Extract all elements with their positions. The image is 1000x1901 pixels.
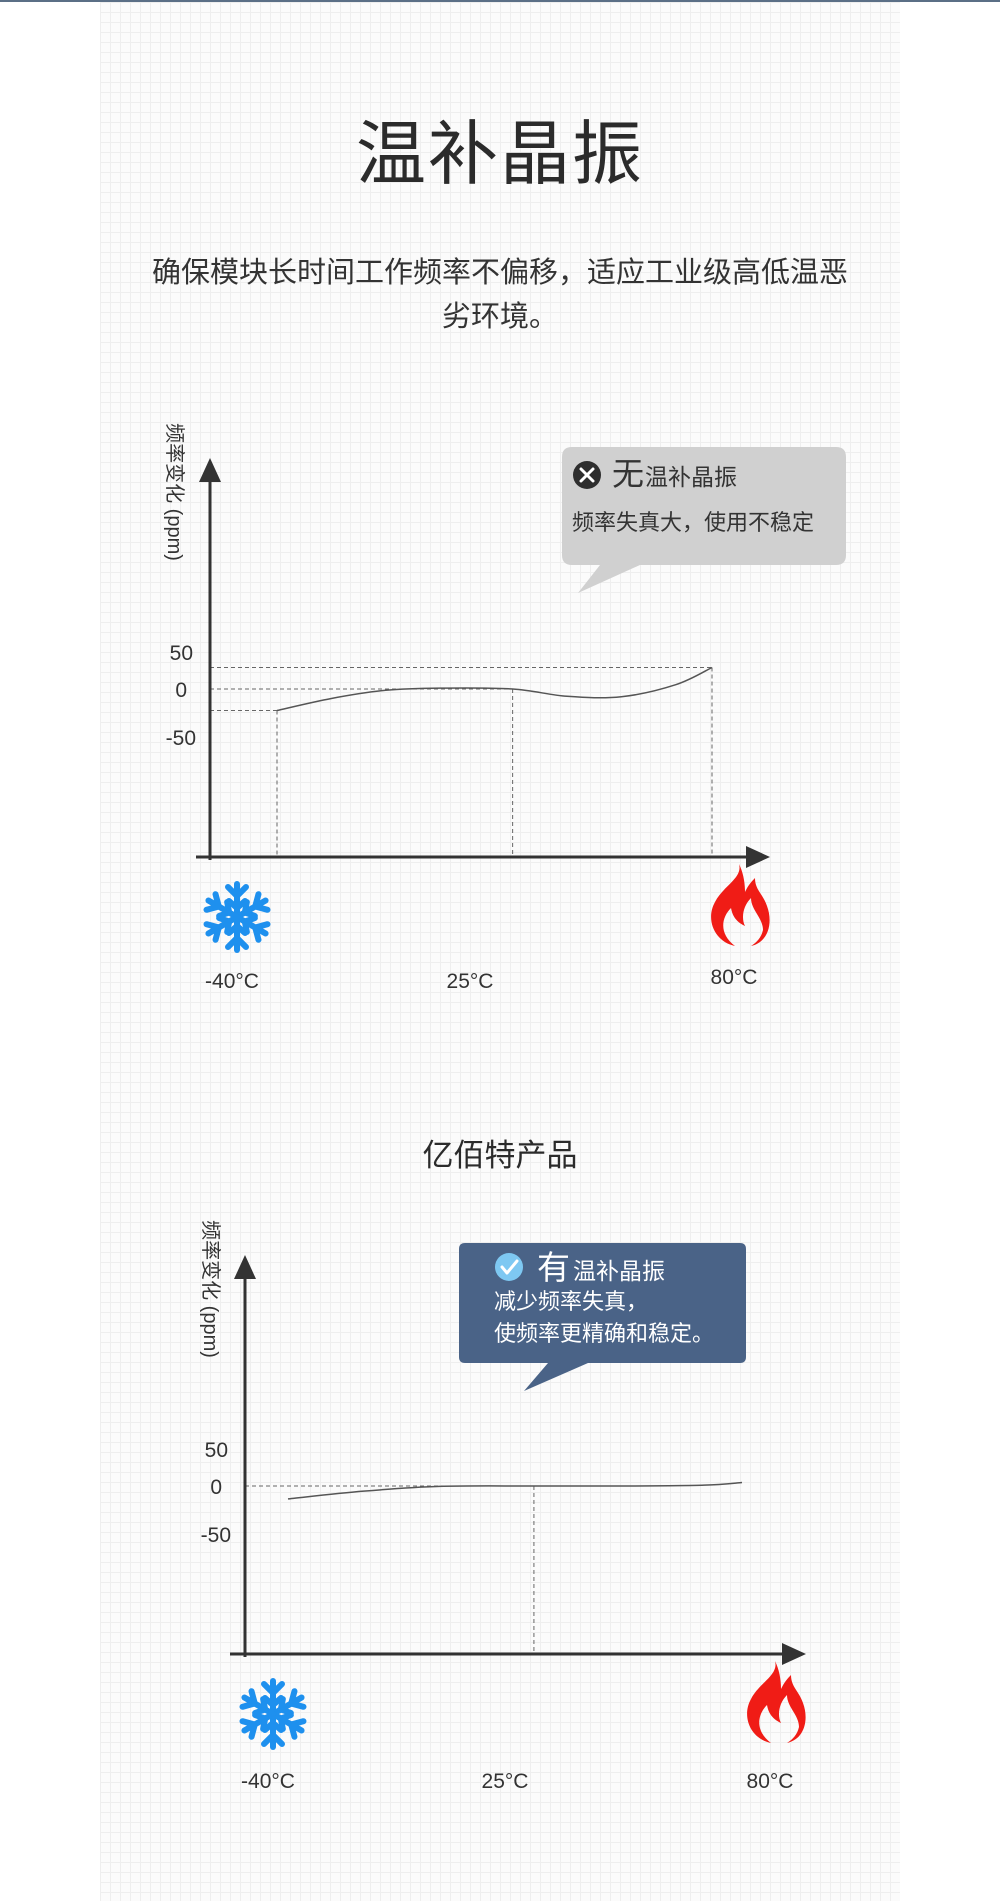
snowflake-icon (239, 1678, 307, 1750)
top-border (0, 0, 1000, 2)
content-panel (100, 2, 900, 1901)
x-tick-label: -40°C (241, 1770, 295, 1793)
page-subtitle: 确保模块长时间工作频率不偏移，适应工业级高低温恶劣环境。 (151, 255, 848, 333)
flame-icon (711, 864, 770, 946)
plot-area (245, 1481, 743, 1654)
x-circle-icon (573, 461, 601, 489)
y-tick-label: -50 (166, 727, 196, 750)
y-tick-label: 0 (175, 679, 187, 702)
callout-line-2: 使频率更精确和稳定。 (494, 1322, 714, 1347)
x-tick-label: -40°C (205, 970, 259, 993)
callout-prefix: 无 (612, 455, 644, 493)
x-tick-label: 25°C (447, 970, 494, 993)
series-line (287, 1481, 743, 1500)
callout-name: 温补晶振 (573, 1259, 665, 1285)
y-axis-label: 频率变化 (ppm) (199, 1220, 222, 1358)
callout-bubble: 有 温补晶振 减少频率失真， 使频率更精确和稳定。 (459, 1243, 746, 1391)
callout-background (562, 447, 846, 593)
axes (196, 458, 770, 868)
y-axis-label: 频率变化 (ppm) (163, 423, 186, 561)
axes (230, 1255, 806, 1665)
flame-icon (747, 1661, 806, 1743)
callout-prefix: 有 (537, 1248, 570, 1287)
callout-name: 温补晶振 (645, 465, 737, 491)
x-tick-label: 80°C (711, 966, 758, 989)
snowflake-icon (203, 881, 271, 953)
y-tick-label: 50 (170, 642, 193, 665)
series-line (276, 666, 713, 712)
check-circle-icon (495, 1253, 523, 1281)
chart-title: 亿佰特产品 (422, 1138, 578, 1174)
callout-background (459, 1243, 746, 1391)
callout-line-1: 频率失真大，使用不稳定 (572, 511, 814, 536)
y-tick-label: 0 (210, 1476, 222, 1499)
callout-line-1: 减少频率失真， (494, 1290, 648, 1315)
plot-area (210, 666, 713, 857)
callout-bubble: 无 温补晶振 频率失真大，使用不稳定 (562, 447, 846, 593)
x-tick-label: 25°C (482, 1770, 529, 1793)
chart-with-tcxo: 频率变化 (ppm) 有 温补晶振 减少频率失真， 使频率更精确和稳定。 -40… (199, 1220, 806, 1793)
y-tick-label: -50 (201, 1524, 231, 1547)
y-tick-label: 50 (205, 1439, 228, 1462)
chart-without-tcxo: 频率变化 (ppm) 无 温补晶振 频率失真大，使用不稳定 -40° (163, 423, 846, 993)
page-title: 温补晶振 (356, 113, 644, 195)
x-tick-label: 80°C (747, 1770, 794, 1793)
